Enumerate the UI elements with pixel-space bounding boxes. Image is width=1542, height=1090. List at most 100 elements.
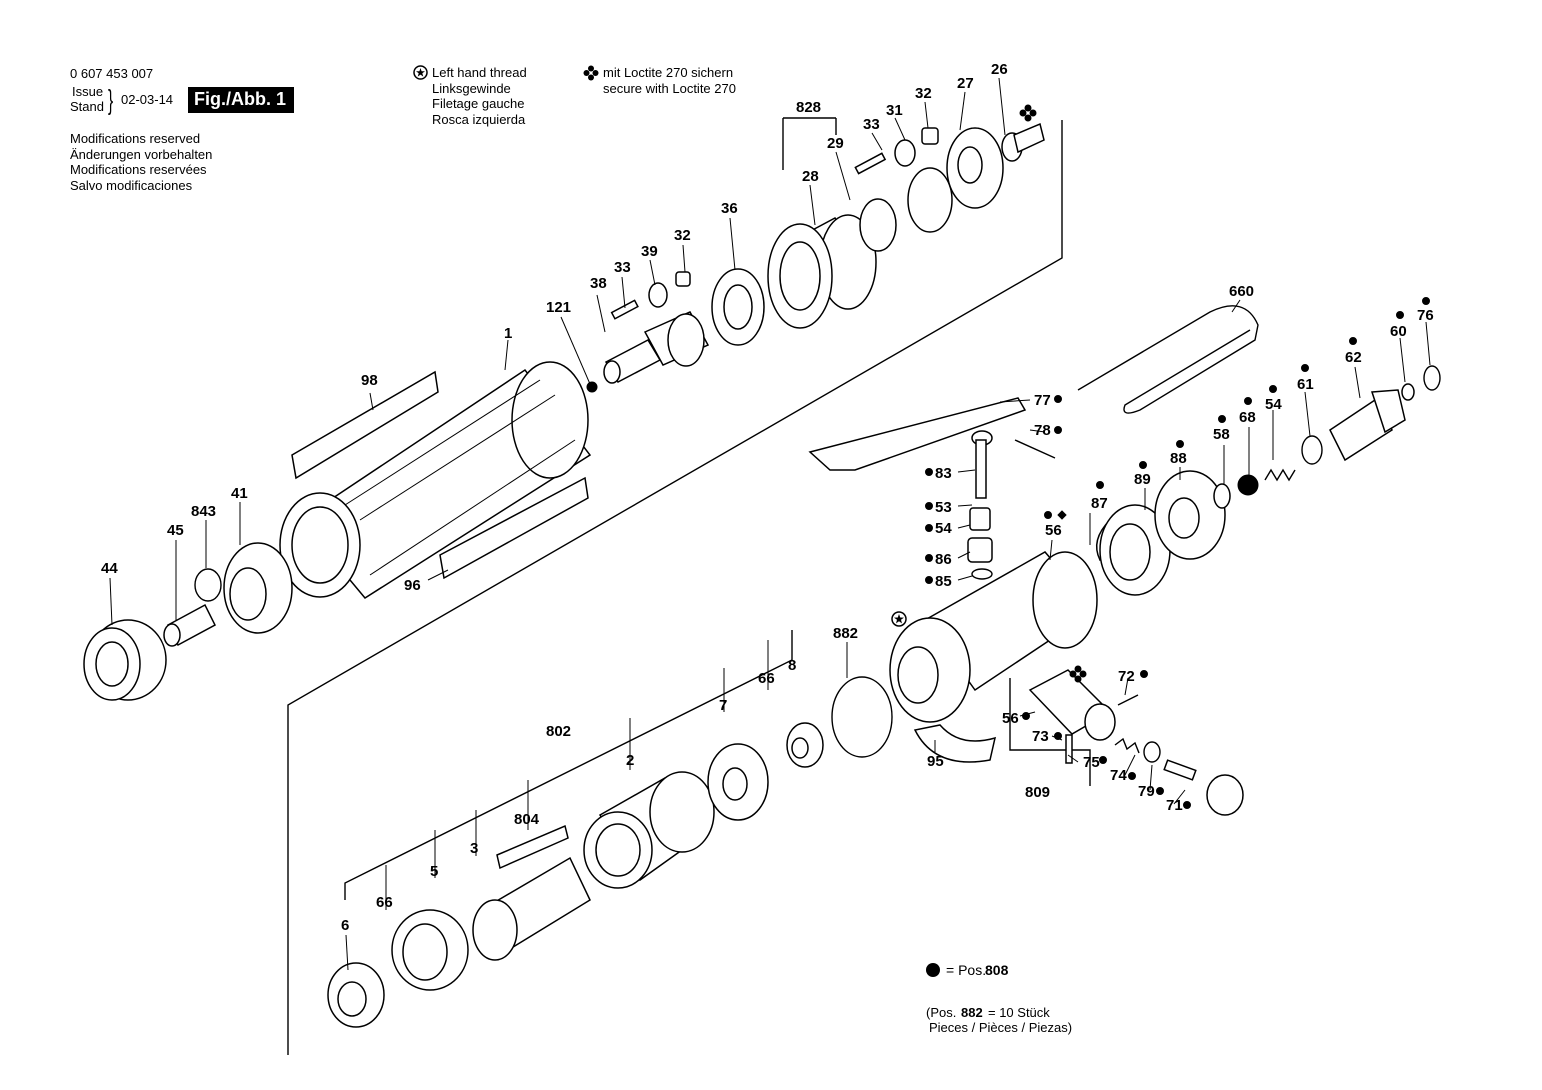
loctite-icon — [583, 65, 599, 81]
label-31: 31 — [886, 102, 903, 119]
label-56b: 56 — [1002, 710, 1019, 727]
label-2: 2 — [626, 752, 634, 769]
shaft-45 — [163, 603, 216, 647]
pinion-26 — [1001, 122, 1045, 162]
lht-de: Linksgewinde — [432, 81, 511, 96]
spring-54 — [969, 507, 991, 531]
label-660: 660 — [1229, 283, 1254, 300]
name-plate-96 — [439, 476, 589, 580]
lht-fr: Filetage gauche — [432, 96, 525, 111]
label-882: 882 — [833, 625, 858, 642]
label-89: 89 — [1134, 471, 1151, 488]
washer-27 — [946, 127, 1004, 209]
footnote-pos: 882 — [961, 1005, 983, 1020]
circlip-843 — [194, 568, 222, 602]
lever-77 — [808, 397, 1027, 471]
cap-88 — [1154, 470, 1226, 560]
end-plate-7 — [707, 743, 769, 821]
label-1: 1 — [504, 325, 512, 342]
dot-legend-prefix: = Pos. — [946, 962, 987, 978]
clutch-44 — [83, 619, 167, 701]
valve-stem-83 — [975, 439, 987, 499]
label-804: 804 — [514, 811, 540, 828]
modifications-es: Salvo modificaciones — [70, 178, 193, 193]
label-33b: 33 — [614, 259, 631, 276]
loctite-en: secure with Loctite 270 — [603, 81, 736, 96]
footnote-suffix: = 10 Stück — [988, 1005, 1050, 1020]
ring-85 — [971, 568, 993, 580]
muffler-89 — [1099, 504, 1171, 596]
label-8: 8 — [788, 657, 796, 674]
circlip-79 — [1143, 741, 1161, 763]
label-121: 121 — [546, 299, 571, 316]
label-87: 87 — [1091, 495, 1108, 512]
spring-74 — [1114, 737, 1140, 754]
issue-label: Issue — [72, 84, 104, 99]
modifications-de: Änderungen vorbehalten — [70, 147, 213, 162]
planet-carrier-39 — [610, 271, 705, 367]
ring-60 — [1401, 383, 1415, 401]
footnote-line2: Pieces / Pièces / Piezas) — [929, 1020, 1073, 1035]
knob-71 — [1163, 759, 1244, 816]
ball-68 — [1237, 474, 1259, 496]
ball-121 — [586, 381, 598, 393]
housing-1 — [279, 361, 592, 599]
ring-gear-28 — [767, 214, 877, 329]
sleeve-86 — [967, 537, 993, 563]
label-44: 44 — [101, 560, 118, 577]
label-54b: 54 — [1265, 396, 1282, 413]
label-77: 77 — [1034, 392, 1051, 409]
lht-es: Rosca izquierda — [432, 112, 526, 127]
left-hand-thread-icon — [413, 65, 428, 80]
label-28: 28 — [802, 168, 819, 185]
label-33a: 33 — [863, 116, 880, 133]
label-66a: 66 — [376, 894, 393, 911]
loctite-marker-icon-2 — [1069, 665, 1087, 683]
label-32a: 32 — [915, 85, 932, 102]
part-labels: 1 2 3 5 6 7 8 26 27 28 29 31 32 32 33 33… — [101, 61, 1434, 934]
spring-54-b — [1264, 468, 1296, 482]
name-plate-98 — [291, 370, 439, 480]
label-98: 98 — [361, 372, 378, 389]
label-73: 73 — [1032, 728, 1049, 745]
lht-en: Left hand thread — [432, 65, 527, 80]
stand-label: Stand — [70, 99, 104, 114]
seal-58 — [1213, 483, 1231, 509]
label-45: 45 — [167, 522, 184, 539]
label-74: 74 — [1110, 767, 1127, 784]
label-62: 62 — [1345, 349, 1362, 366]
label-85: 85 — [935, 573, 952, 590]
footnote-prefix: (Pos. — [926, 1005, 957, 1020]
label-54a: 54 — [935, 520, 952, 537]
label-58: 58 — [1213, 426, 1230, 443]
issue-date: 02-03-14 — [121, 92, 174, 107]
label-96: 96 — [404, 577, 421, 594]
label-26: 26 — [991, 61, 1008, 78]
modifications-en: Modifications reserved — [70, 131, 201, 146]
seal-76 — [1423, 365, 1441, 391]
bearing-8 — [786, 722, 824, 768]
label-41: 41 — [231, 485, 248, 502]
hanger-660 — [1077, 305, 1259, 414]
label-95: 95 — [927, 753, 944, 770]
label-27: 27 — [957, 75, 974, 92]
part-number: 0 607 453 007 — [70, 66, 154, 81]
leader-lines — [109, 77, 1431, 971]
label-3: 3 — [470, 840, 478, 857]
label-83: 83 — [935, 465, 952, 482]
label-86: 86 — [935, 551, 952, 568]
label-29: 29 — [827, 135, 844, 152]
pin-75 — [1065, 734, 1073, 764]
label-75: 75 — [1083, 754, 1100, 771]
marker-dots — [925, 297, 1430, 809]
loctite-marker-icon — [1019, 104, 1037, 122]
bearing-36 — [711, 268, 765, 346]
label-39: 39 — [641, 243, 658, 260]
pin-78 — [1014, 439, 1056, 459]
label-60: 60 — [1390, 323, 1407, 340]
end-plate-5 — [391, 909, 469, 991]
rotor-3 — [472, 856, 591, 961]
back-cap-56 — [889, 551, 1098, 723]
o-ring-882 — [831, 676, 893, 758]
